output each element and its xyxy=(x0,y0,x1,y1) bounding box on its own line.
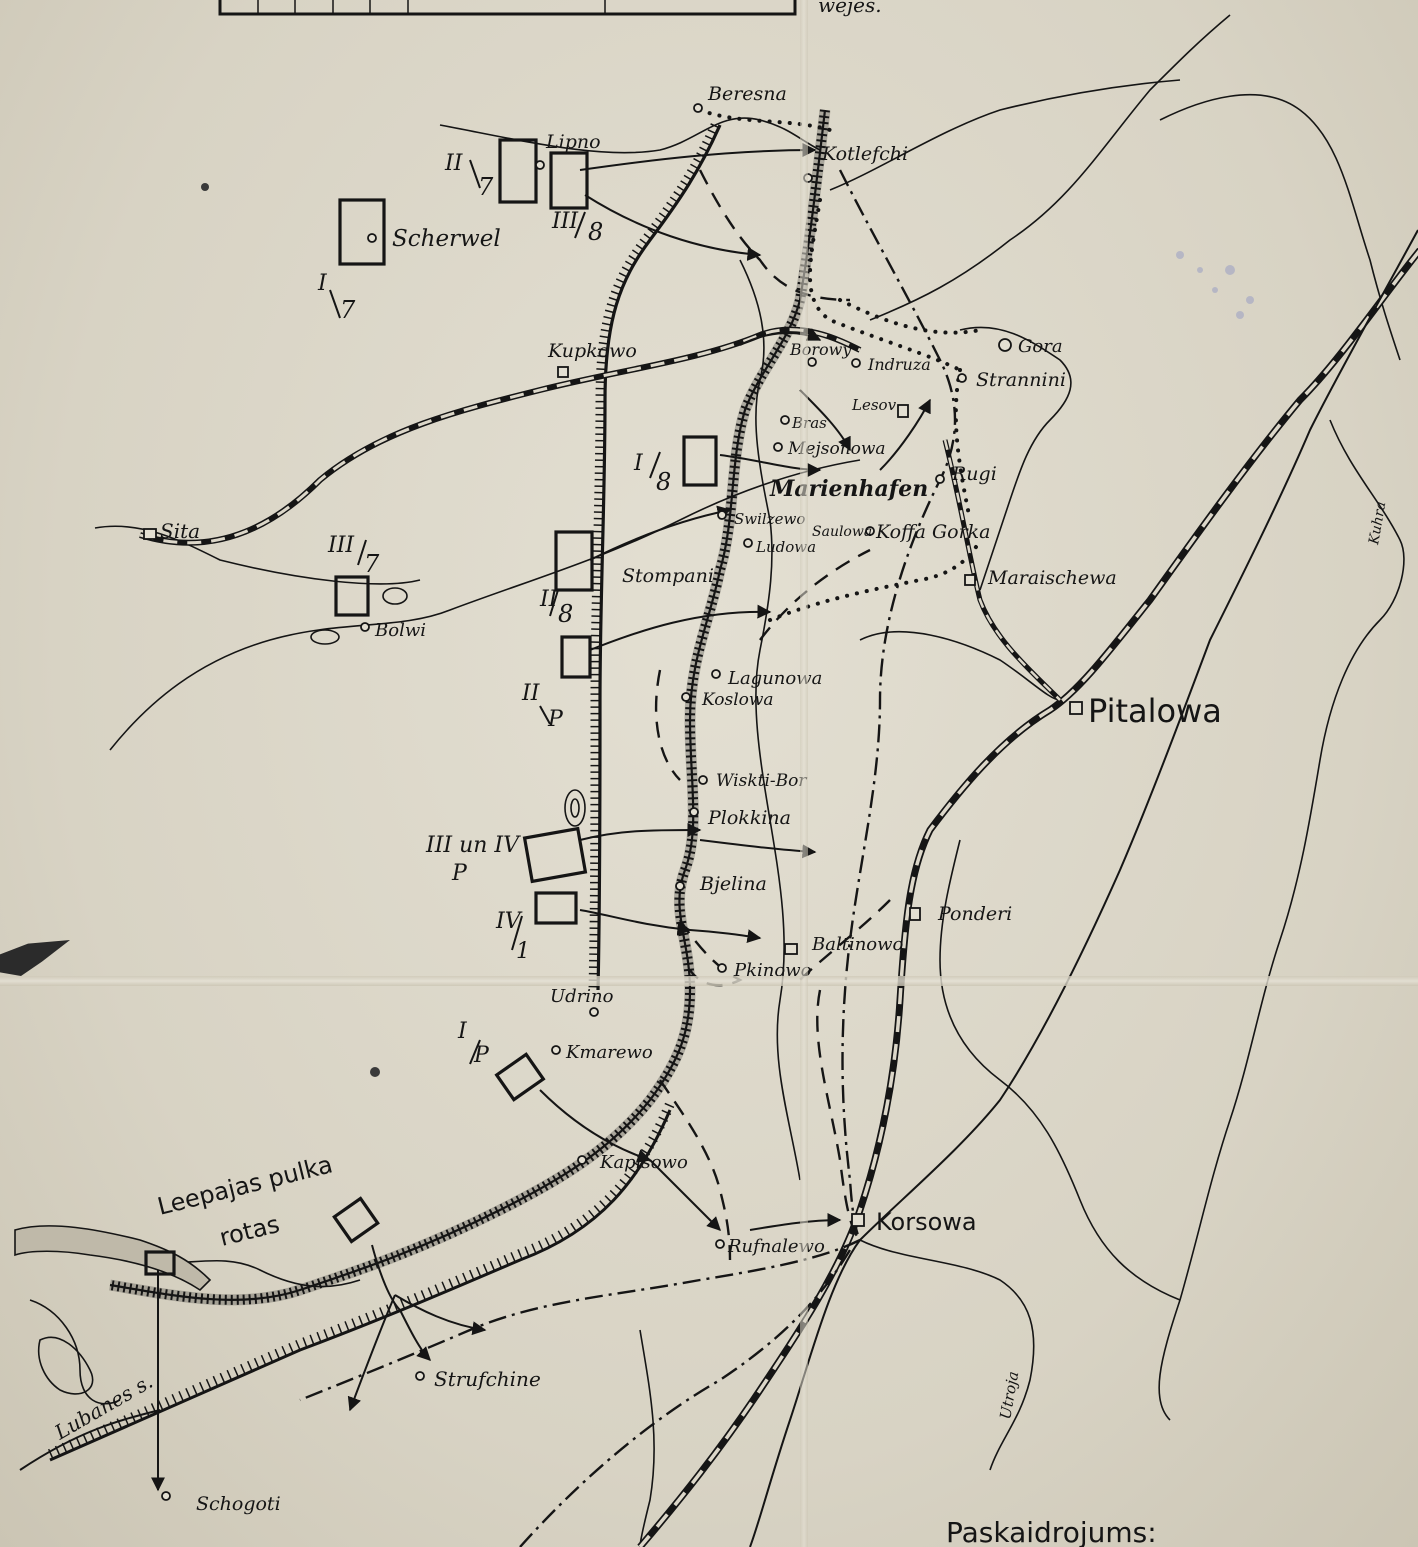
village-label: Ponderi xyxy=(937,903,1012,925)
village-label: Kmarewo xyxy=(565,1042,653,1063)
village-label: Saulowa xyxy=(812,524,872,540)
village-label: Schogoti xyxy=(196,1493,281,1515)
front-line-west xyxy=(588,123,722,991)
village-labels: Beresna Lipno Kotlefchi Scherwel Kupkowo… xyxy=(160,83,1117,1515)
village-label: Sita xyxy=(160,519,200,543)
header-text: wejes. xyxy=(818,0,882,17)
unit-box-IV-1 xyxy=(534,891,578,925)
front-line-main xyxy=(109,109,831,1306)
village-label: Wiskti-Bor xyxy=(716,771,807,791)
unit-label-top: I xyxy=(317,271,328,296)
village-label: Maraischewa xyxy=(987,567,1117,589)
unit-box-II-P xyxy=(560,635,592,679)
company-label-line1: Leepajas pulka xyxy=(155,1150,336,1221)
unit-box-II-8 xyxy=(554,530,594,592)
village-label: Scherwel xyxy=(392,226,501,252)
village-label: Marienhafen xyxy=(769,476,928,502)
village-label: Swilzewo xyxy=(734,510,805,528)
unit-label-top: II xyxy=(521,681,541,706)
unit-label-bottom: 7 xyxy=(340,296,356,324)
village-label: Kapisowo xyxy=(599,1152,688,1173)
dotted-routes xyxy=(698,108,982,622)
unit-box-III-IV-P xyxy=(522,826,588,884)
unit-label-bottom: 8 xyxy=(558,600,573,628)
village-label: Strufchine xyxy=(434,1367,541,1391)
unit-label-bottom: P xyxy=(547,707,564,732)
paper-fold-vertical xyxy=(800,0,808,1547)
village-label: Koffa Gorka xyxy=(875,521,991,543)
village-label: Baltinowo xyxy=(811,934,904,955)
unit-box-III-7 xyxy=(334,575,370,617)
village-label: Kotlefchi xyxy=(821,143,908,165)
village-label: Beresna xyxy=(707,83,787,105)
unit-label-bottom: P xyxy=(451,861,468,886)
river-label-lubanes: Lubanes s. xyxy=(50,1369,157,1445)
ink-stamp xyxy=(1176,251,1254,319)
legend-heading: Paskaidrojums: xyxy=(946,1516,1157,1547)
village-label: Strannini xyxy=(976,369,1066,391)
unit-box-company-west xyxy=(144,1250,176,1276)
unit-box-company xyxy=(332,1196,380,1244)
railways xyxy=(19,229,1418,1547)
boundary-lines xyxy=(299,169,957,1547)
river-label-east: Kuhra xyxy=(1366,500,1389,546)
unit-rectangles xyxy=(144,138,718,1276)
village-label: Kupkowo xyxy=(547,340,637,362)
village-label: Udrino xyxy=(550,986,614,1007)
header-table-fragment xyxy=(218,0,797,16)
front-line-south xyxy=(47,1102,675,1462)
unit-box-II-7 xyxy=(498,138,538,204)
village-label: Gora xyxy=(1018,336,1063,357)
village-label: Pkinowo xyxy=(733,960,812,981)
unit-box-I-7 xyxy=(338,198,386,266)
village-label: Mejsonowa xyxy=(787,439,886,459)
village-label: Rufnalewo xyxy=(727,1236,825,1257)
village-label: Koslowa xyxy=(701,690,774,710)
town-label-pitalowa: Pitalowa xyxy=(1088,692,1222,730)
company-label-line2: rotas xyxy=(217,1210,283,1252)
unit-label-bottom: 8 xyxy=(588,218,603,246)
unit-label-bottom: 8 xyxy=(656,468,671,496)
village-label: Lipno xyxy=(545,131,601,153)
settlement-markers xyxy=(143,103,1083,1501)
unit-label-bottom: P xyxy=(473,1043,490,1068)
village-label: Stompani xyxy=(622,565,714,587)
unit-box-I-P xyxy=(494,1052,546,1102)
unit-label-top: III un IV xyxy=(425,833,521,858)
unit-box-III-8 xyxy=(549,151,589,210)
lake-symbols xyxy=(14,587,586,1395)
unit-label-bottom: 1 xyxy=(516,939,530,964)
village-label: Lesov xyxy=(851,396,897,414)
river-network xyxy=(19,14,1405,1547)
town-label-korsowa: Korsowa xyxy=(876,1208,977,1236)
paper-fold-horizontal xyxy=(0,976,1418,986)
ink-spot xyxy=(370,1067,380,1077)
village-label: Rugi xyxy=(951,463,997,485)
village-label: Bjelina xyxy=(699,873,767,895)
village-label: Bolwi xyxy=(374,620,426,641)
unit-label-top: I xyxy=(633,451,644,476)
village-label: Lagunowa xyxy=(727,668,822,689)
ink-spot xyxy=(201,183,209,191)
unit-label-top: III xyxy=(327,533,355,558)
village-label: Indruza xyxy=(867,355,931,374)
unit-label-top: III xyxy=(551,209,579,234)
unit-label-top: I xyxy=(457,1019,468,1044)
village-label: Borowy xyxy=(789,340,852,359)
unit-labels: II 7 III 8 I 7 I 8 III 7 II 8 II P III u… xyxy=(317,151,671,1068)
unit-label-top: II xyxy=(444,151,464,176)
unit-label-bottom: 7 xyxy=(478,173,494,201)
village-label: Bras xyxy=(791,414,827,432)
unit-label-bottom: 7 xyxy=(364,550,380,578)
village-label: Plokkina xyxy=(707,807,791,829)
unit-box-I-8 xyxy=(682,435,718,487)
